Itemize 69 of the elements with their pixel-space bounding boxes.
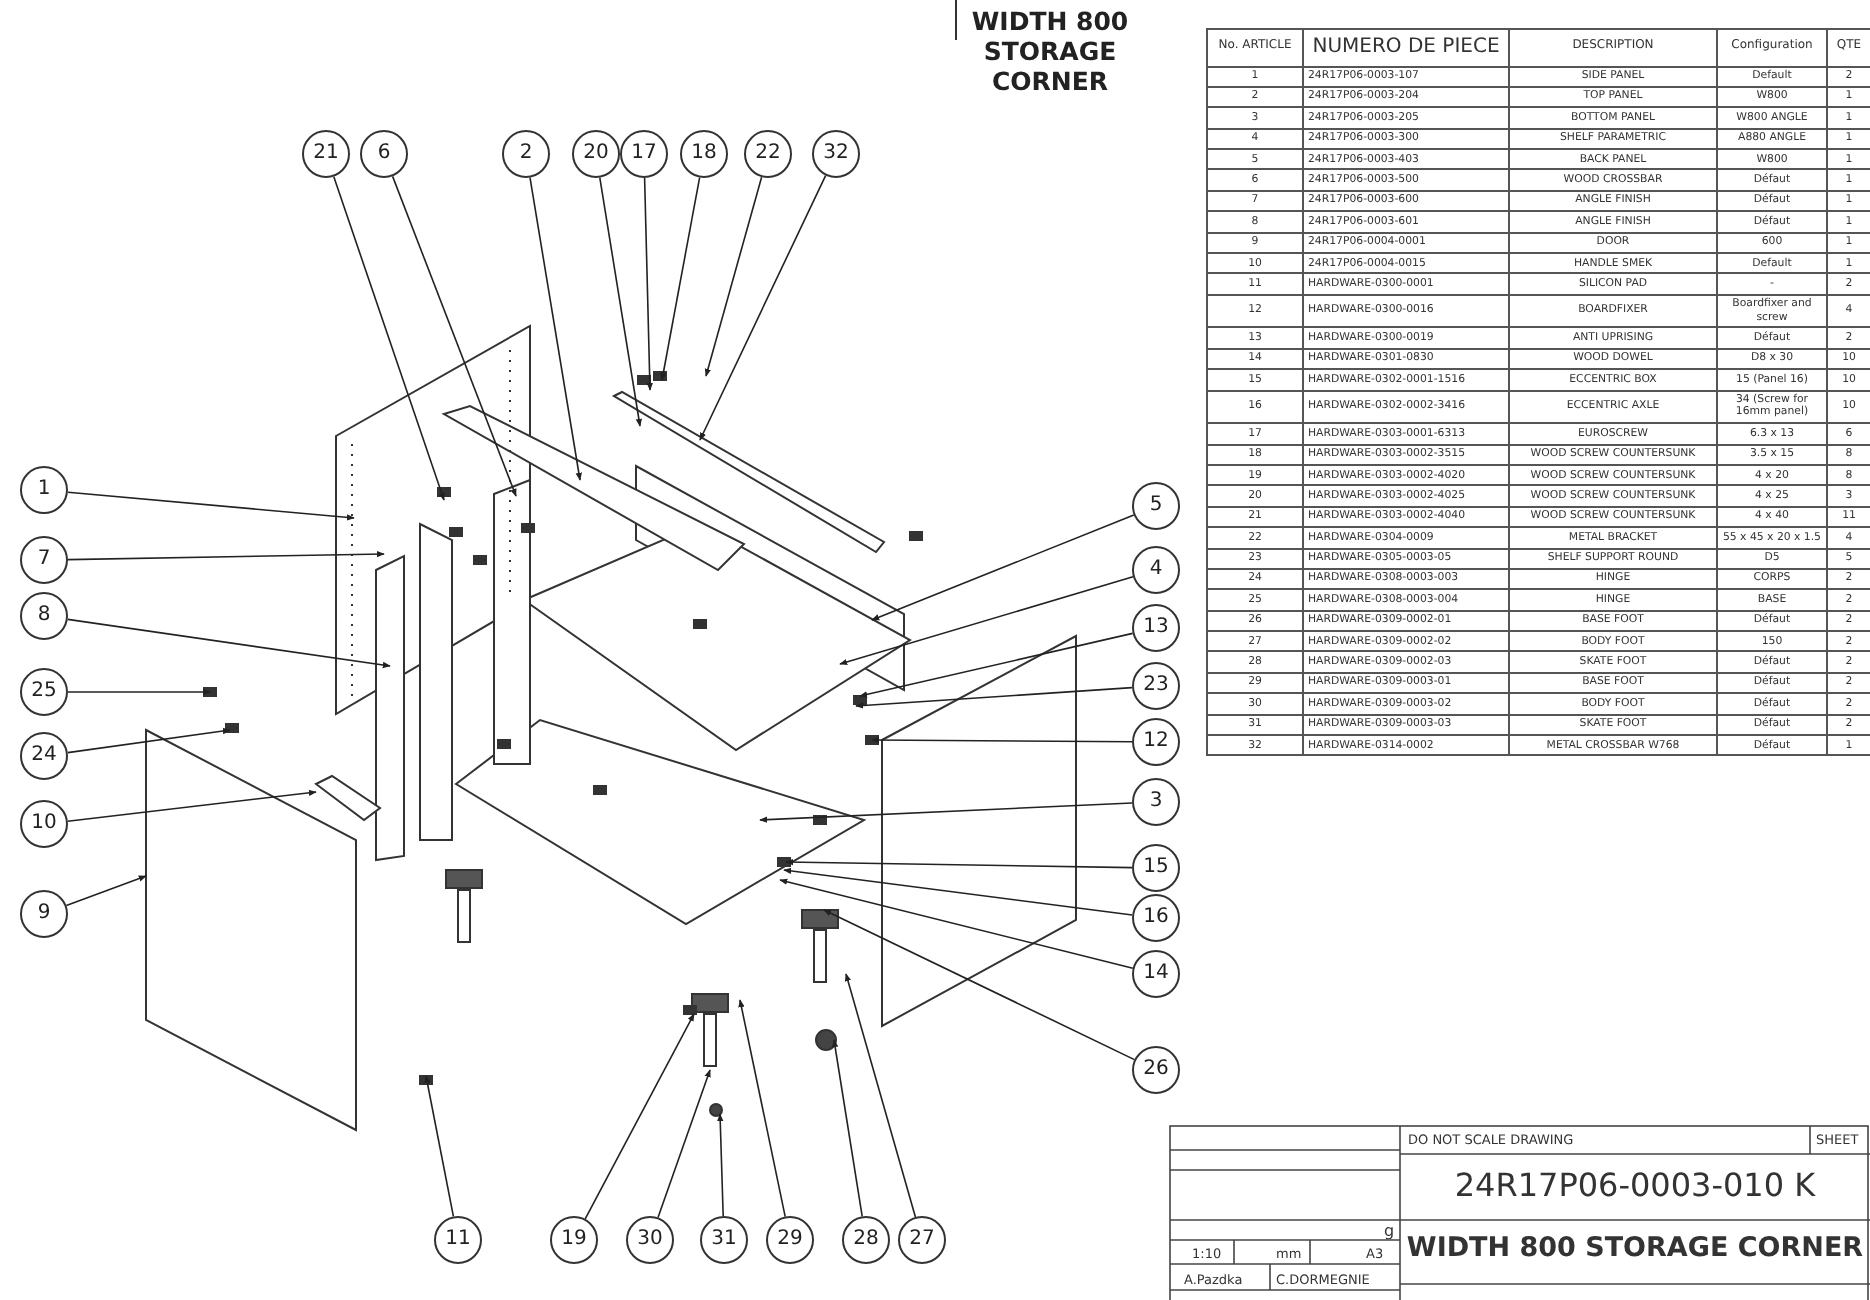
leader-line	[660, 176, 701, 381]
callout-number: 4	[1132, 546, 1180, 594]
leader-line	[871, 736, 1133, 744]
leader-line	[424, 1075, 455, 1218]
leader-line	[704, 176, 763, 377]
leader-line	[759, 802, 1133, 823]
callout-number: 16	[1132, 894, 1180, 942]
leader-line	[67, 688, 211, 696]
leader-line	[657, 1069, 711, 1219]
leader-line	[584, 1013, 695, 1220]
callout-number: 2	[502, 130, 550, 178]
weight-unit: g	[1384, 1222, 1395, 1240]
leader-line	[599, 176, 642, 427]
leader-line	[643, 177, 653, 391]
drawing-description: WIDTH 800 STORAGE CORNER	[1404, 1232, 1866, 1264]
leader-line	[333, 176, 445, 501]
leader-line	[391, 175, 517, 497]
callout-number: 6	[360, 130, 408, 178]
leader-line	[785, 858, 1133, 869]
leader-line	[67, 491, 355, 521]
callout-number: 7	[20, 536, 68, 584]
leader-line	[67, 618, 391, 669]
callout-number: 12	[1132, 718, 1180, 766]
callout-number: 15	[1132, 844, 1180, 892]
column-header: NUMERO DE PIECE	[1303, 29, 1509, 66]
callout-number: 9	[20, 890, 68, 938]
callout-number: 20	[572, 130, 620, 178]
leader-line	[529, 176, 582, 481]
callout-number: 26	[1132, 1046, 1180, 1094]
leader-line	[832, 1039, 863, 1218]
leader-line	[871, 514, 1135, 621]
leader-line	[783, 867, 1133, 916]
callout-number: 23	[1132, 662, 1180, 710]
callout-number: 32	[812, 130, 860, 178]
callout-number: 13	[1132, 604, 1180, 652]
leader-line	[67, 727, 231, 754]
callout-number: 25	[20, 668, 68, 716]
callout-number: 18	[680, 130, 728, 178]
callout-number: 10	[20, 800, 68, 848]
callout-number: 21	[302, 130, 350, 178]
leader-line	[839, 576, 1134, 665]
leader-line	[67, 550, 385, 561]
callout-number: 19	[550, 1216, 598, 1264]
leader-line	[717, 1113, 724, 1217]
callout-number: 11	[434, 1216, 482, 1264]
leader-line	[738, 999, 786, 1218]
drawing-title: WIDTH 800 STORAGE CORNER	[969, 6, 1131, 96]
callout-number: 31	[700, 1216, 748, 1264]
callout-number: 22	[744, 130, 792, 178]
leader-line	[699, 174, 827, 441]
leader-line	[67, 789, 317, 822]
callout-number: 8	[20, 592, 68, 640]
leader-line	[855, 686, 1133, 709]
callout-number: 14	[1132, 950, 1180, 998]
callout-number: 29	[766, 1216, 814, 1264]
callout-number: 3	[1132, 778, 1180, 826]
leader-line	[823, 909, 1136, 1061]
leader-line	[844, 973, 917, 1218]
callout-number: 30	[626, 1216, 674, 1264]
callout-number: 27	[898, 1216, 946, 1264]
callout-number: 1	[20, 466, 68, 514]
leader-line	[65, 875, 147, 907]
leader-line	[859, 632, 1134, 698]
drawing-number: 24R17P06-0003-010 K	[1452, 1166, 1818, 1204]
callout-number: 24	[20, 732, 68, 780]
callout-number: 28	[842, 1216, 890, 1264]
callout-number: 17	[620, 130, 668, 178]
callout-number: 5	[1132, 482, 1180, 530]
leader-line	[779, 878, 1134, 969]
